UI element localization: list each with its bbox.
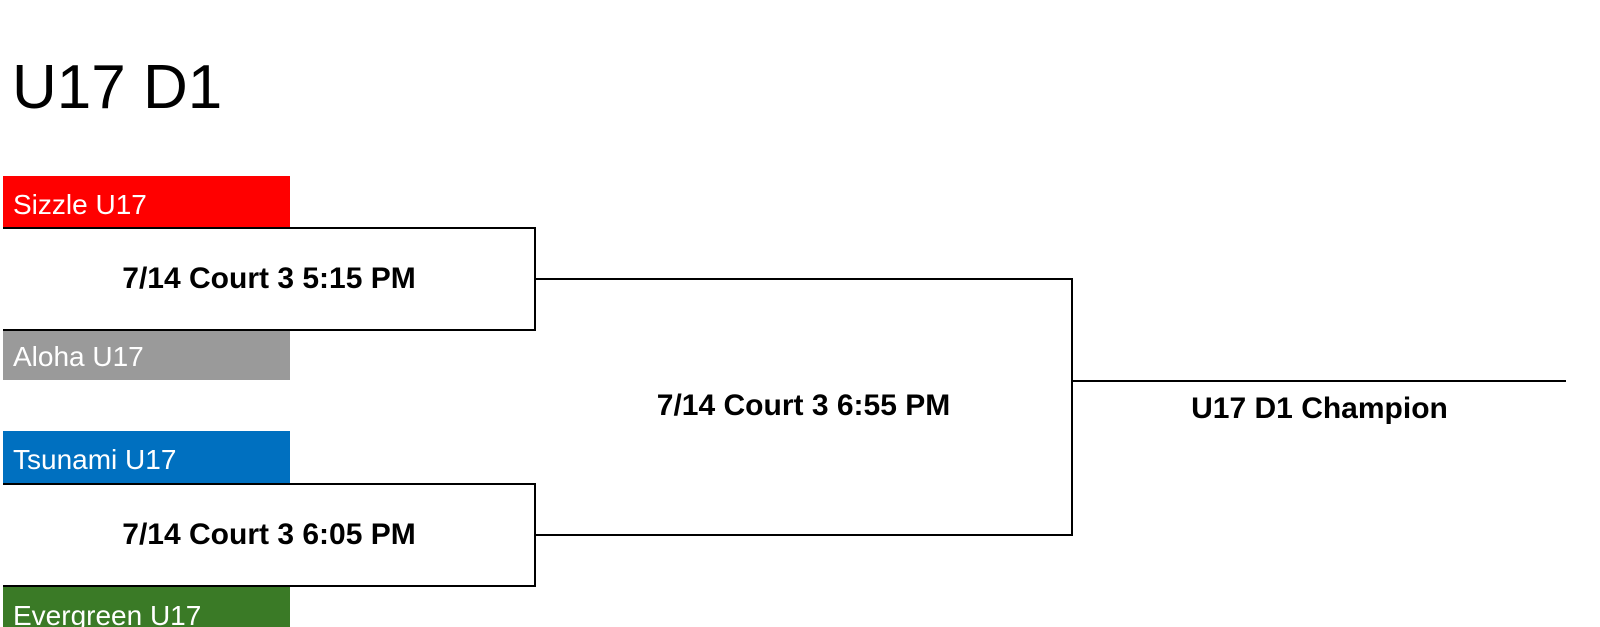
team-box-aloha: Aloha U17 — [3, 330, 290, 380]
match-1-out-line — [534, 278, 1073, 280]
champion-label: U17 D1 Champion — [1191, 392, 1448, 425]
match-2-label: 7/14 Court 3 6:05 PM — [122, 518, 416, 551]
match-1-label: 7/14 Court 3 5:15 PM — [122, 262, 416, 295]
match-3-label: 7/14 Court 3 6:55 PM — [656, 389, 951, 422]
match-1-top-line — [3, 227, 536, 229]
match-2-out-line — [534, 534, 1073, 536]
team-box-evergreen: Evergreen U17 — [3, 587, 290, 627]
match-1-bottom-line — [3, 329, 536, 331]
team-box-tsunami: Tsunami U17 — [3, 431, 290, 483]
match-2-top-line — [3, 483, 536, 485]
team-box-sizzle: Sizzle U17 — [3, 176, 290, 228]
bracket-title: U17 D1 — [12, 53, 223, 122]
match-2-bottom-line — [3, 585, 536, 587]
match-3-vertical-line — [1071, 278, 1073, 536]
champion-line — [1071, 380, 1566, 382]
